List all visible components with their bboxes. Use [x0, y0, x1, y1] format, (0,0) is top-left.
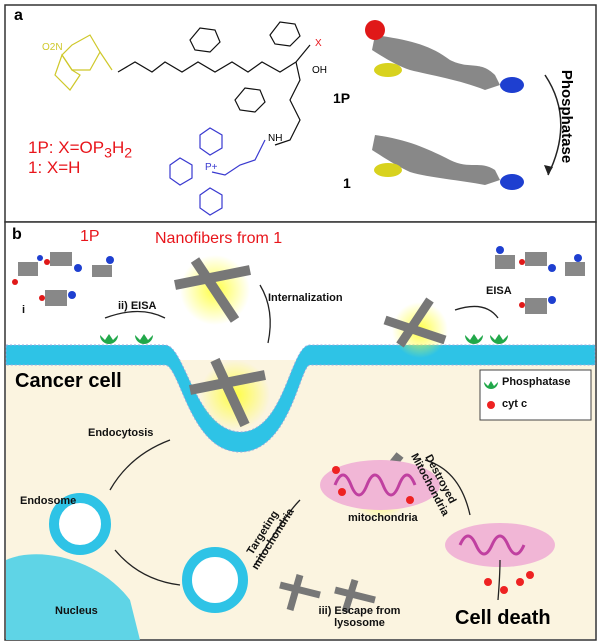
legend-phosphatase-label: Phosphatase	[502, 376, 571, 388]
legend-cytc-label: cyt c	[502, 398, 528, 410]
nucleus	[6, 554, 140, 640]
label-1p: 1P	[80, 228, 100, 245]
legend-box	[479, 369, 592, 421]
endosome-label: Endosome	[20, 495, 77, 507]
x-label: X	[315, 38, 322, 49]
cytc-dots	[332, 466, 534, 594]
panel-a-frame	[4, 4, 597, 223]
endosome-vesicle	[49, 493, 111, 555]
phosphatase-enzymes	[100, 334, 508, 344]
model-1p-label: 1P	[333, 90, 351, 106]
endocytosis-label: Endocytosis	[88, 427, 154, 439]
cell-membrane	[5, 344, 596, 453]
lysosome-vesicle	[182, 547, 248, 613]
no2-label: O2N	[42, 42, 63, 53]
chemical-structure	[54, 21, 311, 216]
panel-a-label: a	[14, 7, 23, 24]
step-ii-label: ii) EISA	[118, 300, 157, 312]
compound-1-label: 1: X=H	[28, 158, 81, 177]
panel-b-label: b	[12, 226, 22, 243]
phosphatase-arrow-label: Phosphatase	[558, 69, 576, 164]
oh-label: OH	[312, 65, 327, 76]
nucleus-label: Nucleus	[55, 605, 98, 617]
cell-death-label: Cell death	[455, 607, 551, 629]
p-plus-label: P+	[205, 162, 218, 173]
nanofibers-title: Nanofibers from 1	[155, 230, 283, 247]
nh-label: NH	[268, 133, 283, 144]
escape-label: iii) Escape from lysosome	[318, 605, 401, 629]
legend-cytc-icon	[487, 401, 495, 409]
cancer-cell-label: Cancer cell	[15, 370, 122, 392]
model-1-label: 1	[343, 175, 351, 191]
destroyed-mitochondrion	[445, 523, 555, 567]
legend-phosphatase-icon	[484, 381, 498, 389]
molecular-models	[365, 20, 562, 190]
process-arrows	[104, 284, 501, 601]
internalization-label: Internalization	[268, 292, 343, 304]
monomers-1p	[12, 246, 585, 314]
mitochondria-label: mitochondria	[348, 512, 418, 524]
compound-1p-label: 1P: X=OP3H2	[28, 138, 133, 162]
phosphate-group	[365, 20, 385, 40]
eisa-label: EISA	[486, 285, 512, 297]
phosphatase-arrow	[544, 74, 562, 176]
step-i-label: i	[22, 304, 26, 316]
